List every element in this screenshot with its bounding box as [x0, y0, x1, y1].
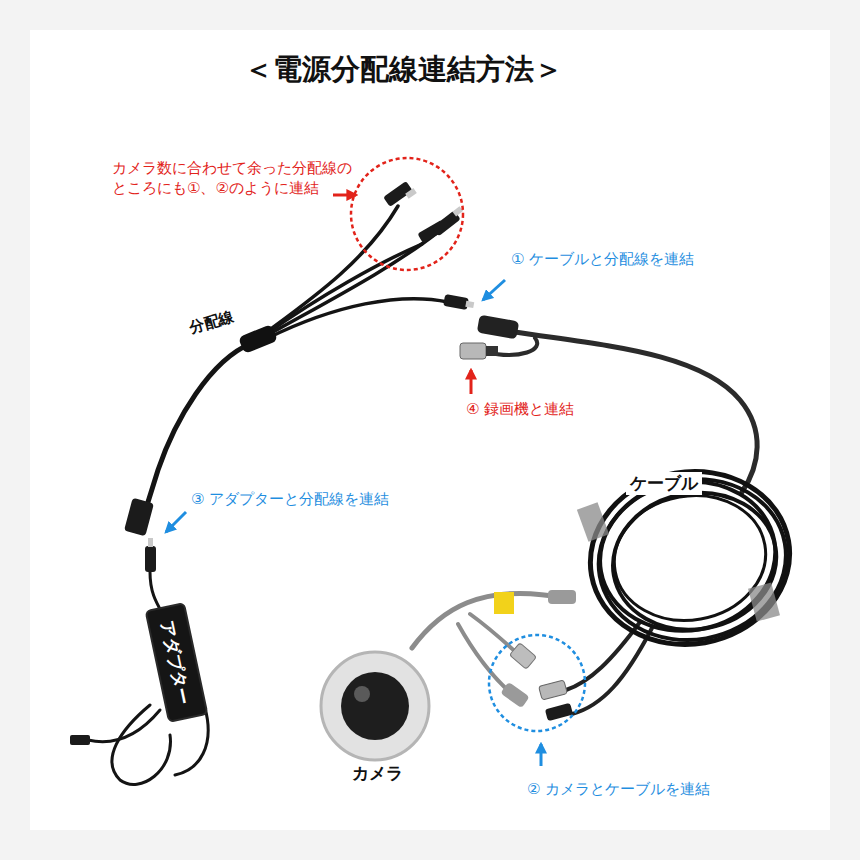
dc-plug-tip — [148, 538, 153, 547]
step-label: ② カメラとケーブルを連結 — [527, 779, 710, 799]
highlight-circle — [351, 158, 463, 270]
tape — [748, 582, 780, 621]
dc-female — [500, 682, 529, 708]
note: カメラ数に合わせて余った分配線の ところにも①、②のように連結 — [112, 158, 364, 199]
bnc-connector — [460, 343, 498, 359]
highlight-circle — [489, 635, 585, 731]
mains-plug — [70, 735, 90, 745]
yellow-tag — [494, 592, 514, 614]
dc-plug — [145, 546, 156, 572]
leader-arrow — [540, 744, 543, 766]
leader-arrow — [483, 280, 505, 300]
splitter-cable — [148, 206, 448, 502]
step-label: ③ アダプターと分配線を連結 — [191, 489, 389, 509]
tape — [577, 502, 609, 541]
splitter-body — [238, 324, 278, 354]
bnc-female — [509, 643, 536, 669]
dc-plugs — [124, 181, 474, 536]
step-label: ④ 録画機と連結 — [466, 399, 574, 419]
dc-female — [477, 315, 520, 340]
leader-arrow — [333, 194, 356, 197]
part-name: カメラ — [352, 762, 403, 785]
dome-camera — [321, 652, 429, 760]
pigtail-plug — [548, 590, 576, 604]
cable-coil — [577, 456, 804, 660]
part-name: ケーブル — [626, 472, 702, 495]
cable-end-connectors — [539, 680, 573, 721]
coax-cable — [485, 332, 757, 714]
leader-arrow — [470, 370, 473, 394]
step-label: ① ケーブルと分配線を連結 — [511, 249, 694, 269]
title: ＜電源分配線連結方法＞ — [244, 50, 563, 89]
adapter-cord — [88, 572, 208, 784]
leader-arrow — [166, 512, 186, 532]
